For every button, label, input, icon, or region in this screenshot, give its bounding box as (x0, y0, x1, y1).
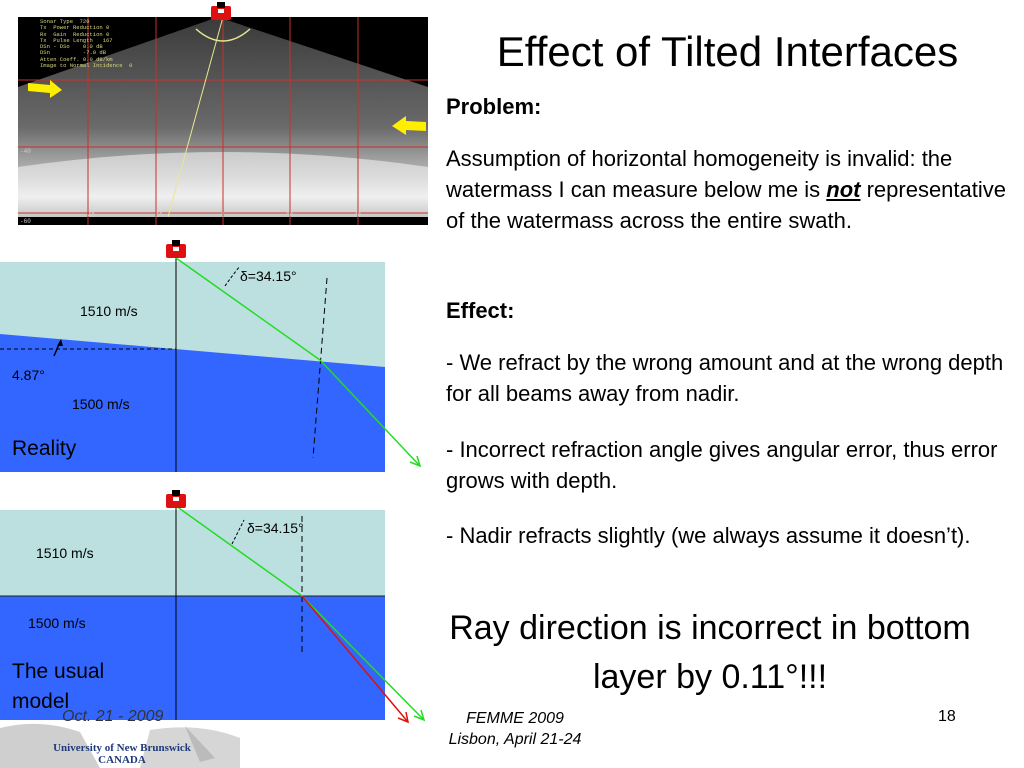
emphasis-not: not (826, 177, 861, 202)
sonar-overlay-line: Image to Normal Incidence 0 (40, 62, 133, 70)
effect-point: - Nadir refracts slightly (we always ass… (446, 523, 971, 548)
upper-sound-speed-label: 1510 m/s (36, 545, 94, 561)
sonar-overlay-line: Atten Coeff. 0.0 dB/km (40, 55, 113, 63)
sonar-y-tick-label: -40 (20, 148, 31, 155)
incidence-angle-label: δ=34.15° (247, 520, 304, 536)
sonar-x-tick-label: -60 (20, 218, 31, 225)
slide-title: Effect of Tilted Interfaces (496, 28, 959, 75)
university-name: University of New Brunswick CANADA (53, 742, 191, 766)
sonar-overlay-line: DSn -7.0 dB (40, 49, 107, 57)
ship-icon (211, 2, 231, 20)
usual-model-caption-line1: The usual (12, 660, 104, 683)
footer-date: Oct. 21 - 2009 (62, 708, 164, 725)
sonar-x-tick-label: 40 (354, 212, 362, 219)
sonar-overlay-line: Tx Pulse Length 167 (40, 36, 113, 44)
university-crest-logo (0, 723, 240, 768)
effect-point: - We refract by the wrong amount and at … (446, 350, 1004, 406)
footer-conference: FEMME 2009 Lisbon, April 21-24 (448, 710, 582, 748)
sonar-x-tick-label: -20 (152, 212, 163, 219)
ship-icon (166, 240, 186, 258)
sonar-overlay-line: DSn - DSo 0.0 dB (40, 43, 103, 51)
problem-text: Assumption of horizontal homogeneity is … (446, 146, 1006, 233)
lower-sound-speed-label: 1500 m/s (72, 396, 130, 412)
problem-heading: Problem: (446, 94, 542, 119)
tilt-angle-label: 4.87° (12, 367, 45, 383)
lower-sound-speed-label: 1500 m/s (28, 615, 86, 631)
sonar-swath-image: -60 -40 -20 0 20 40 -40 (18, 16, 428, 225)
lower-water-layer (0, 596, 385, 720)
upper-sound-speed-label: 1510 m/s (80, 303, 138, 319)
incidence-angle-label: δ=34.15° (240, 268, 297, 284)
lower-water-layer (0, 334, 385, 472)
sonar-overlay-line: Rx Gain Reduction 0 (40, 30, 110, 38)
usual-model-diagram: δ=34.15° 1510 m/s 1500 m/s The usual mod… (0, 490, 426, 724)
sonar-overlay-line: Sonar Type 720 (40, 18, 90, 25)
conclusion-statement: Ray direction is incorrect in bottom lay… (449, 609, 971, 696)
usual-model-caption-line2: model (12, 690, 69, 713)
sonar-x-tick-label: 20 (286, 212, 294, 219)
sonar-overlay-line: Tx Power Reduction 0 (40, 24, 110, 32)
page-number: 18 (938, 708, 956, 725)
upper-water-layer (0, 510, 385, 596)
reality-caption: Reality (12, 437, 77, 460)
ship-icon (166, 490, 186, 508)
sonar-x-tick-label: -40 (84, 212, 95, 219)
effect-heading: Effect: (446, 298, 515, 323)
reality-diagram: δ=34.15° 1510 m/s 4.87° 1500 m/s Reality (0, 240, 422, 472)
sonar-x-tick-label: 0 (221, 212, 225, 219)
effect-point: - Incorrect refraction angle gives angul… (446, 437, 998, 493)
